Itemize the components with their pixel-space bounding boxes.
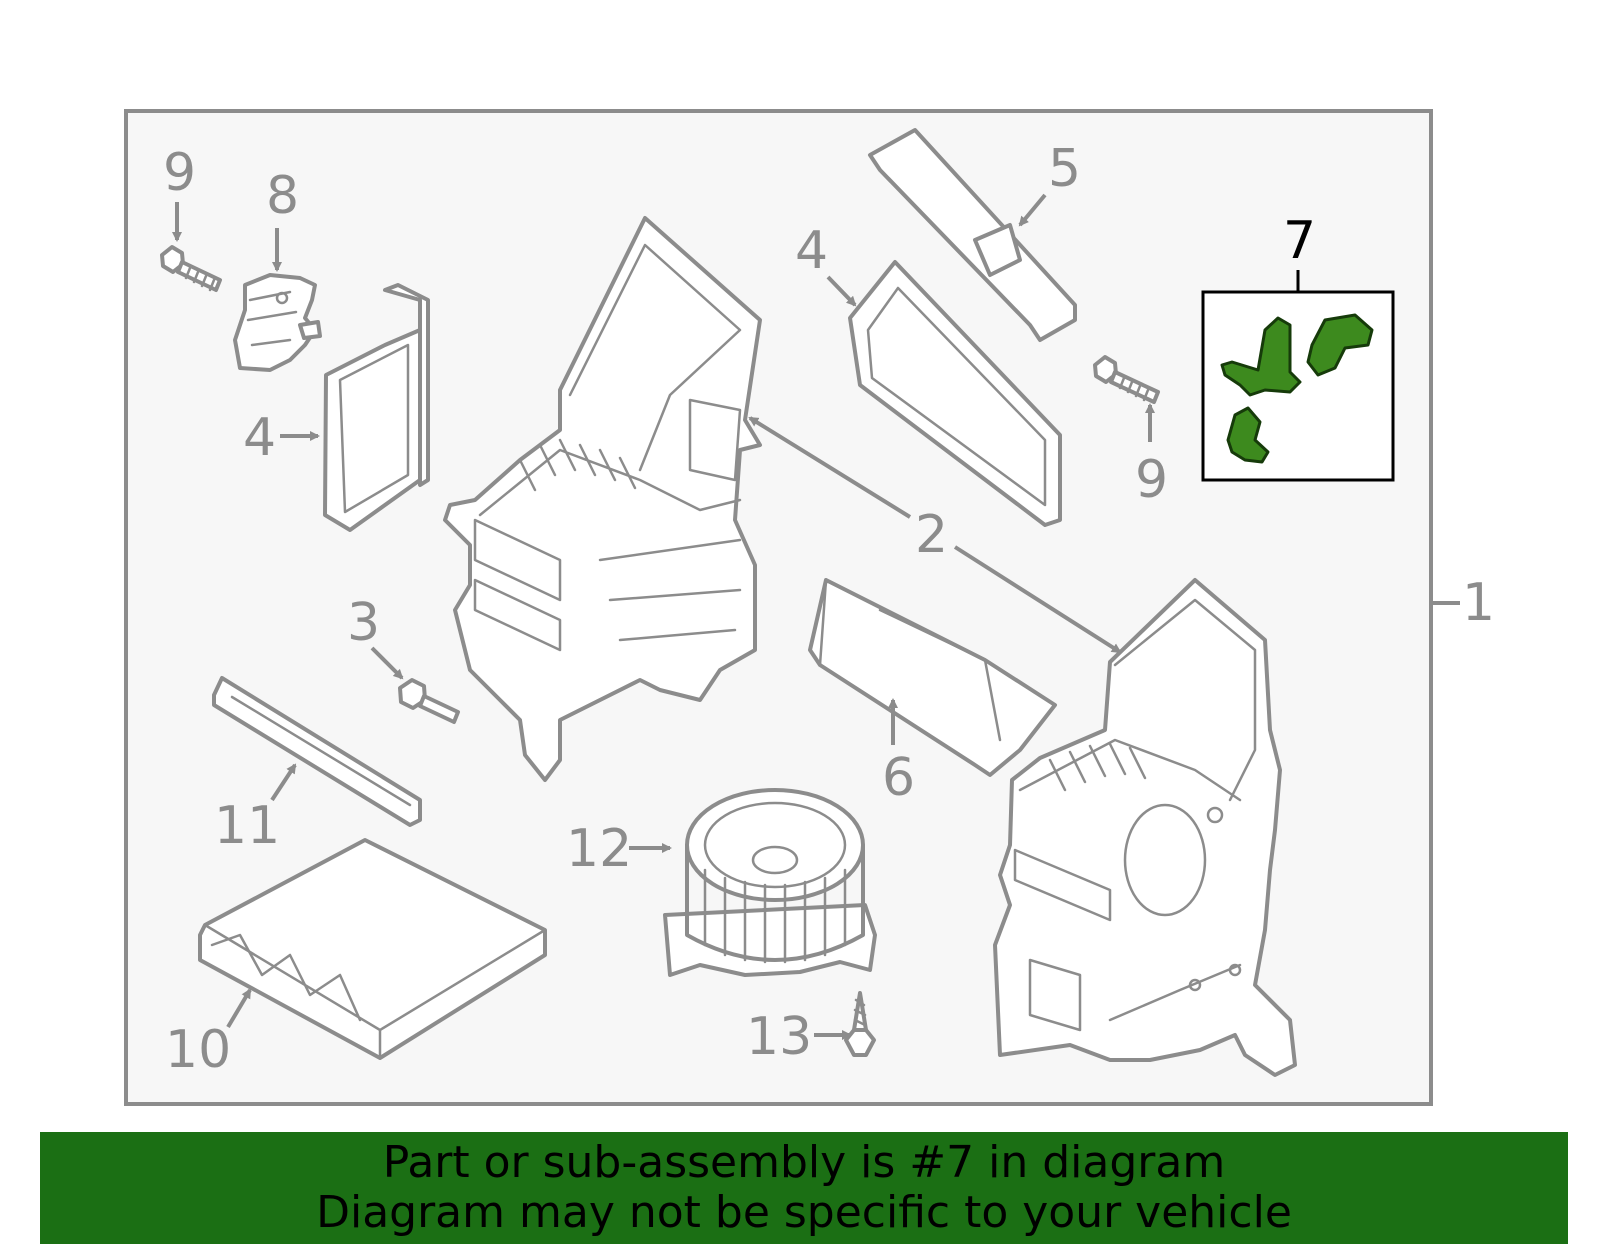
callout-3: 3 <box>347 593 380 653</box>
callout-2: 2 <box>915 505 948 565</box>
part-10-filter[interactable] <box>198 838 547 1060</box>
callout-labels: 9 8 4 4 5 7 9 2 1 3 6 11 12 10 13 <box>163 139 1495 1080</box>
callout-9-right: 9 <box>1135 450 1168 510</box>
part-2-housing-upper[interactable] <box>443 216 762 782</box>
callout-8: 8 <box>266 166 299 226</box>
callout-11: 11 <box>214 796 280 856</box>
part-5-seal[interactable] <box>868 128 1077 342</box>
part-1-assembly[interactable] <box>993 578 1297 1077</box>
part-11-strip[interactable] <box>212 676 422 827</box>
info-banner: Part or sub-assembly is #7 in diagram Di… <box>40 1132 1568 1244</box>
part-7-inset[interactable] <box>1201 270 1395 482</box>
callout-13: 13 <box>746 1007 812 1067</box>
leader-lines <box>172 193 1460 1040</box>
part-7-lever-a <box>1220 316 1302 397</box>
part-9-bolt-left[interactable] <box>160 245 222 292</box>
part-6-duct[interactable] <box>808 578 1057 777</box>
banner-line-2: Diagram may not be specific to your vehi… <box>316 1187 1292 1238</box>
callout-4-left: 4 <box>243 408 276 468</box>
banner-line-1: Part or sub-assembly is #7 in diagram <box>382 1137 1226 1188</box>
part-4-filter-left[interactable] <box>323 283 430 532</box>
callout-4-right: 4 <box>795 221 828 281</box>
callout-5: 5 <box>1048 139 1081 199</box>
part-7-lever-c <box>1226 406 1270 464</box>
part-12-blower[interactable] <box>663 788 877 977</box>
callout-9-left: 9 <box>163 143 196 203</box>
callout-6: 6 <box>882 748 915 808</box>
part-9-bolt-right[interactable] <box>1093 355 1160 404</box>
callout-12: 12 <box>566 819 632 879</box>
part-4-filter-right[interactable] <box>848 260 1062 527</box>
callout-1: 1 <box>1462 573 1495 633</box>
part-13-bolt[interactable] <box>844 991 876 1057</box>
part-3-screw[interactable] <box>398 678 460 724</box>
callout-10: 10 <box>165 1020 231 1080</box>
part-7-lever-b <box>1306 313 1374 377</box>
part-8-actuator[interactable] <box>233 273 322 372</box>
callout-7: 7 <box>1283 211 1316 271</box>
